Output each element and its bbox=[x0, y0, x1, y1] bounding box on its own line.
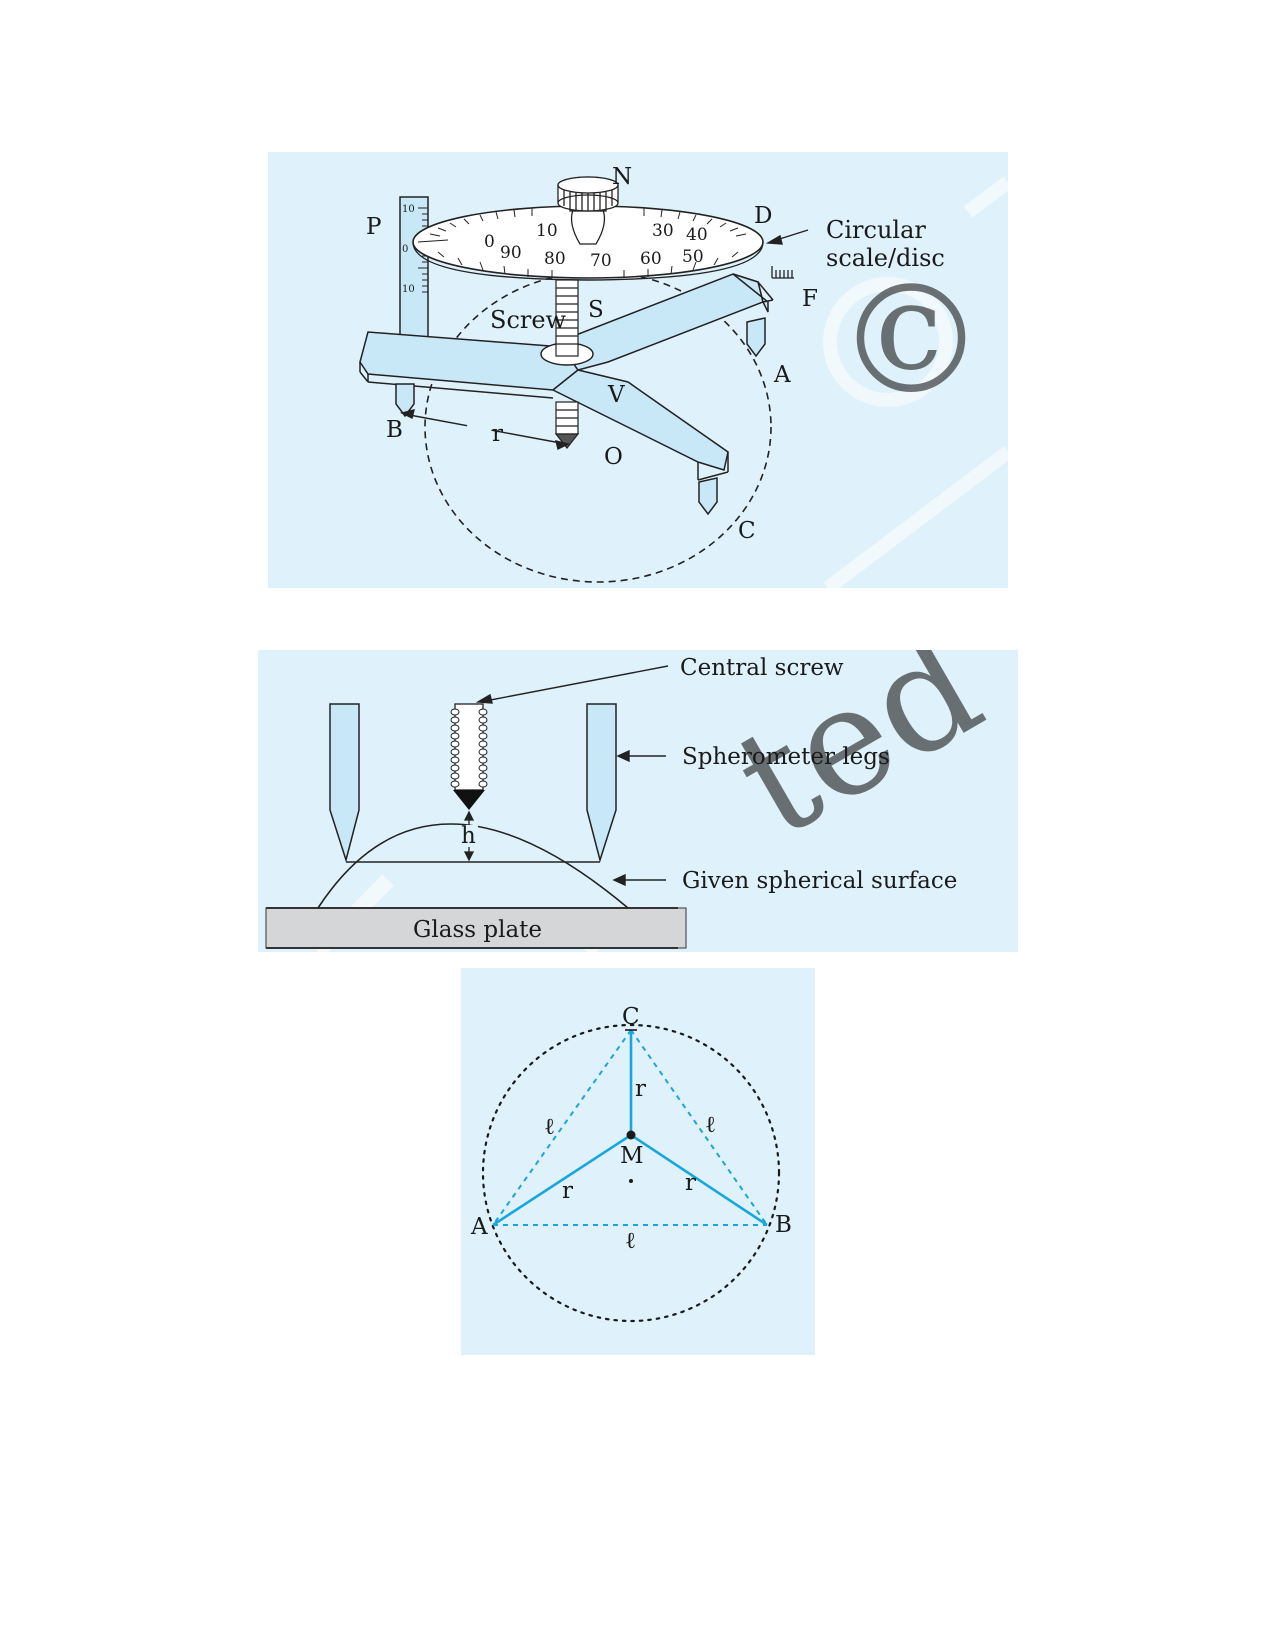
label-r-right: r bbox=[685, 1170, 696, 1196]
label-r-top: r bbox=[635, 1076, 646, 1102]
spherometer-drawing: © 10 0 10 bbox=[359, 164, 1008, 588]
main-scale-number-top: 10 bbox=[402, 204, 415, 215]
callout-arrows bbox=[475, 665, 669, 887]
dial-number-70: 70 bbox=[590, 251, 612, 271]
dial-number-60: 60 bbox=[640, 249, 662, 269]
dial-number-90: 90 bbox=[500, 243, 522, 263]
spherometer-on-surface-figure: ted Glass plate bbox=[258, 650, 1018, 952]
label-D: D bbox=[754, 203, 772, 229]
spherometer-figure: © 10 0 10 bbox=[268, 152, 1008, 588]
label-r: r bbox=[492, 421, 503, 447]
central-screw bbox=[450, 703, 488, 810]
dimension-gap bbox=[466, 415, 494, 435]
label-A: A bbox=[773, 362, 791, 388]
triangle-drawing: C A B M r r r ℓ ℓ ℓ bbox=[470, 1004, 792, 1323]
knob bbox=[557, 176, 619, 245]
label-S: S bbox=[588, 297, 604, 323]
circumscribed-circle bbox=[481, 1023, 781, 1323]
screw-tip bbox=[554, 401, 580, 449]
label-h: h bbox=[461, 823, 476, 849]
tripod-frame bbox=[359, 273, 774, 481]
label-B: B bbox=[775, 1212, 792, 1238]
watermark-symbol: © bbox=[836, 254, 986, 428]
surface-drawing: ted Glass plate bbox=[265, 650, 1008, 952]
label-l-bottom: ℓ bbox=[625, 1228, 636, 1254]
dial-number-30: 30 bbox=[652, 221, 674, 241]
radius-lines bbox=[492, 1030, 768, 1227]
label-C: C bbox=[622, 1004, 640, 1030]
label-l-right: ℓ bbox=[705, 1112, 716, 1138]
label-given-spherical-surface: Given spherical surface bbox=[682, 868, 957, 894]
main-scale-number-mid: 0 bbox=[402, 244, 408, 255]
dial-number-80: 80 bbox=[544, 249, 566, 269]
dial-number-40: 40 bbox=[686, 225, 708, 245]
tripod-legs bbox=[395, 317, 766, 516]
label-B: B bbox=[386, 417, 403, 443]
spherometer-leg-right bbox=[586, 703, 617, 863]
triangle-geometry-figure: C A B M r r r ℓ ℓ ℓ bbox=[461, 968, 815, 1355]
label-screw: Screw bbox=[490, 306, 567, 334]
label-N: N bbox=[612, 164, 632, 190]
dial-number-50: 50 bbox=[682, 247, 704, 267]
glass-plate: Glass plate bbox=[265, 907, 687, 949]
spherical-surface bbox=[317, 823, 629, 909]
center-point-m bbox=[626, 1130, 636, 1140]
reading-marks bbox=[771, 266, 794, 279]
label-O: O bbox=[604, 444, 623, 470]
label-circular: Circular bbox=[826, 216, 926, 244]
label-l-left: ℓ bbox=[544, 1114, 555, 1140]
label-M: M bbox=[620, 1143, 644, 1169]
label-scale-disc: scale/disc bbox=[826, 244, 945, 272]
label-F: F bbox=[802, 286, 818, 312]
label-V: V bbox=[607, 382, 625, 408]
label-spherometer-legs: Spherometer legs bbox=[682, 744, 890, 770]
label-C: C bbox=[738, 518, 756, 544]
dial-number-10: 10 bbox=[536, 221, 558, 241]
glass-plate-label: Glass plate bbox=[413, 917, 542, 943]
main-scale-number-bottom: 10 bbox=[402, 284, 415, 295]
spherometer-leg-left bbox=[329, 703, 360, 863]
label-P: P bbox=[366, 214, 381, 240]
label-r-left: r bbox=[562, 1178, 573, 1204]
label-A: A bbox=[470, 1214, 488, 1240]
watermark bbox=[823, 176, 1008, 588]
center-dot bbox=[629, 1179, 633, 1183]
label-central-screw: Central screw bbox=[680, 655, 844, 681]
dial-number-0: 0 bbox=[484, 232, 495, 252]
